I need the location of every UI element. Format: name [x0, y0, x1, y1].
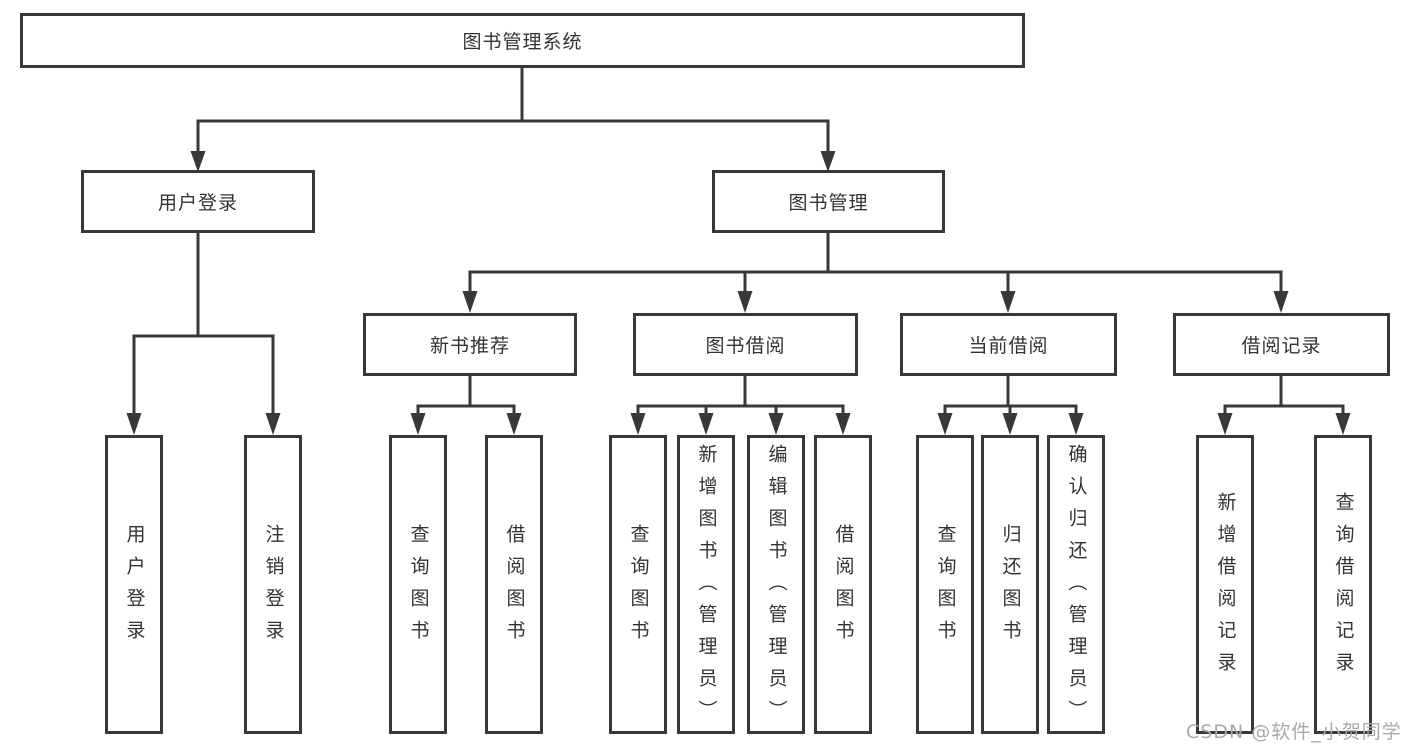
node-book-borrowing: 图书借阅: [633, 313, 858, 376]
node-label: 新书推荐: [429, 335, 510, 357]
node-book-management: 图书管理: [712, 170, 945, 233]
node-current-borrowing: 当前借阅: [900, 313, 1117, 376]
arrowhead-down-icon: [1335, 413, 1351, 435]
leaf-logout: 注销登录: [244, 435, 302, 734]
arrowhead-down-icon: [1002, 413, 1018, 435]
node-label: 图书借阅: [705, 335, 786, 357]
arrowhead-down-icon: [1000, 291, 1016, 313]
node-library-system: 图书管理系统: [20, 13, 1025, 68]
node-label: 确认归还（管理员）: [1065, 444, 1088, 732]
node-label: 注销登录: [262, 523, 285, 652]
leaf-user-login: 用户登录: [105, 435, 163, 734]
leaf-add-borrow-record: 新增借阅记录: [1196, 435, 1254, 734]
node-label: 图书管理系统: [462, 31, 583, 53]
node-label: 图书管理: [788, 192, 869, 214]
node-label: 编辑图书（管理员）: [765, 444, 788, 732]
arrowhead-down-icon: [410, 413, 426, 435]
arrowhead-down-icon: [1273, 291, 1289, 313]
node-label: 用户登录: [157, 192, 238, 214]
arrowhead-down-icon: [630, 413, 646, 435]
arrowhead-down-icon: [126, 413, 142, 435]
arrowhead-down-icon: [820, 151, 836, 172]
node-label: 查询图书: [627, 523, 650, 652]
leaf-add-books-admin: 新增图书（管理员）: [677, 435, 735, 734]
leaf-borrow-books-borrowing: 借阅图书: [814, 435, 872, 734]
node-user-login: 用户登录: [81, 170, 315, 233]
arrowhead-down-icon: [506, 413, 522, 435]
leaf-return-books: 归还图书: [981, 435, 1039, 734]
node-label: 借阅记录: [1241, 335, 1322, 357]
arrowhead-down-icon: [1217, 413, 1233, 435]
node-label: 查询图书: [407, 523, 430, 652]
arrowhead-down-icon: [190, 151, 206, 172]
node-label: 当前借阅: [968, 335, 1049, 357]
leaf-confirm-return-admin: 确认归还（管理员）: [1047, 435, 1105, 734]
leaf-query-books-recommend: 查询图书: [389, 435, 447, 734]
arrowhead-down-icon: [768, 413, 784, 435]
arrowhead-down-icon: [937, 413, 953, 435]
arrowhead-down-icon: [737, 291, 753, 313]
arrowhead-down-icon: [265, 413, 281, 435]
leaf-query-books-current: 查询图书: [916, 435, 974, 734]
leaf-borrow-books-recommend: 借阅图书: [485, 435, 543, 734]
node-borrow-records: 借阅记录: [1173, 313, 1390, 376]
node-label: 用户登录: [123, 523, 146, 652]
node-label: 归还图书: [999, 523, 1022, 652]
leaf-query-books-borrowing: 查询图书: [609, 435, 667, 734]
node-new-book-recommend: 新书推荐: [363, 313, 577, 376]
node-label: 借阅图书: [503, 523, 526, 652]
arrowhead-down-icon: [1068, 413, 1084, 435]
node-label: 新增图书（管理员）: [695, 444, 718, 732]
node-label: 新增借阅记录: [1214, 491, 1237, 684]
arrowhead-down-icon: [835, 413, 851, 435]
arrowhead-down-icon: [698, 413, 714, 435]
node-label: 查询图书: [934, 523, 957, 652]
node-label: 借阅图书: [832, 523, 855, 652]
watermark: CSDN @软件_小贺同学: [1186, 721, 1402, 743]
leaf-query-borrow-record: 查询借阅记录: [1314, 435, 1372, 734]
node-label: 查询借阅记录: [1332, 491, 1355, 684]
arrowhead-down-icon: [462, 291, 478, 313]
leaf-edit-books-admin: 编辑图书（管理员）: [747, 435, 805, 734]
